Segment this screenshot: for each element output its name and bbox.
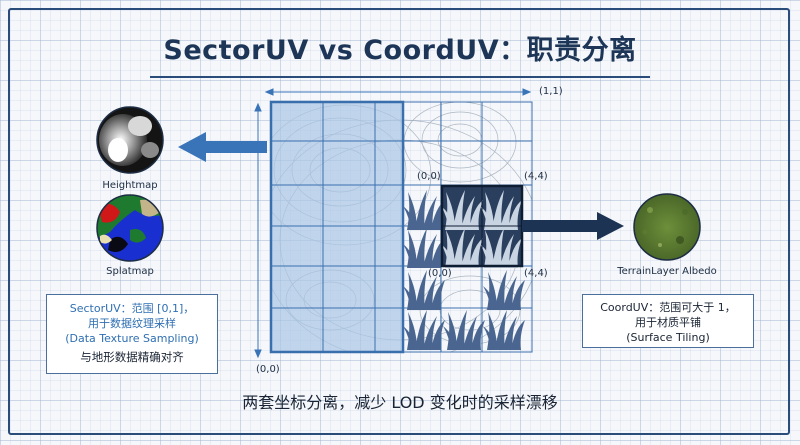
sectoruv-description-box: SectorUV：范围 [0,1]， 用于数据纹理采样 (Data Textur… [46,294,218,374]
grass-tile [483,270,525,310]
albedo-image [633,193,701,261]
coorduv-line-2: 用于材质平铺 [635,316,701,329]
sectoruv-region [269,100,405,354]
title-underline [150,76,650,78]
splatmap-label: Splatmap [106,266,154,277]
grass-tile [403,190,445,230]
coord-label-bottom-left: (0,0) [256,364,280,375]
tile-label-top-right: (4,4) [524,171,548,182]
arrow-right [522,212,624,240]
grass-tile [483,310,525,350]
coorduv-line-3: (Surface Tiling) [626,331,710,344]
sectoruv-line-3: (Data Texture Sampling) [65,332,199,345]
coorduv-line-1: CoordUV：范围可大于 1， [600,301,736,314]
grass-tile [443,310,485,350]
sectoruv-line-1: SectorUV：范围 [0,1]， [69,302,195,315]
bottom-caption: 两套坐标分离，减少 LOD 变化时的采样漂移 [242,393,558,412]
heightmap-label: Heightmap [102,180,158,191]
sectoruv-line-2: 用于数据纹理采样 [88,317,176,330]
splatmap-image [96,194,164,262]
tile-label-bottom-left: (0,0) [428,268,452,279]
page-title: SectorUV vs CoordUV：职责分离 [163,35,637,66]
albedo-label: TerrainLayer Albedo [617,266,717,277]
arrow-left [178,132,267,162]
grass-tile [403,228,445,268]
coord-label-top-right: (1,1) [539,86,563,97]
coorduv-description-box: CoordUV：范围可大于 1， 用于材质平铺 (Surface Tiling) [582,294,754,348]
grass-tile [403,310,445,350]
sectoruv-line-4: 与地形数据精确对齐 [80,350,184,364]
tile-label-bottom-right: (4,4) [524,268,548,279]
coorduv-tile-block [440,184,524,268]
tile-label-top-left: (0,0) [417,171,441,182]
heightmap-image [96,106,164,174]
diagram-frame [8,8,790,435]
